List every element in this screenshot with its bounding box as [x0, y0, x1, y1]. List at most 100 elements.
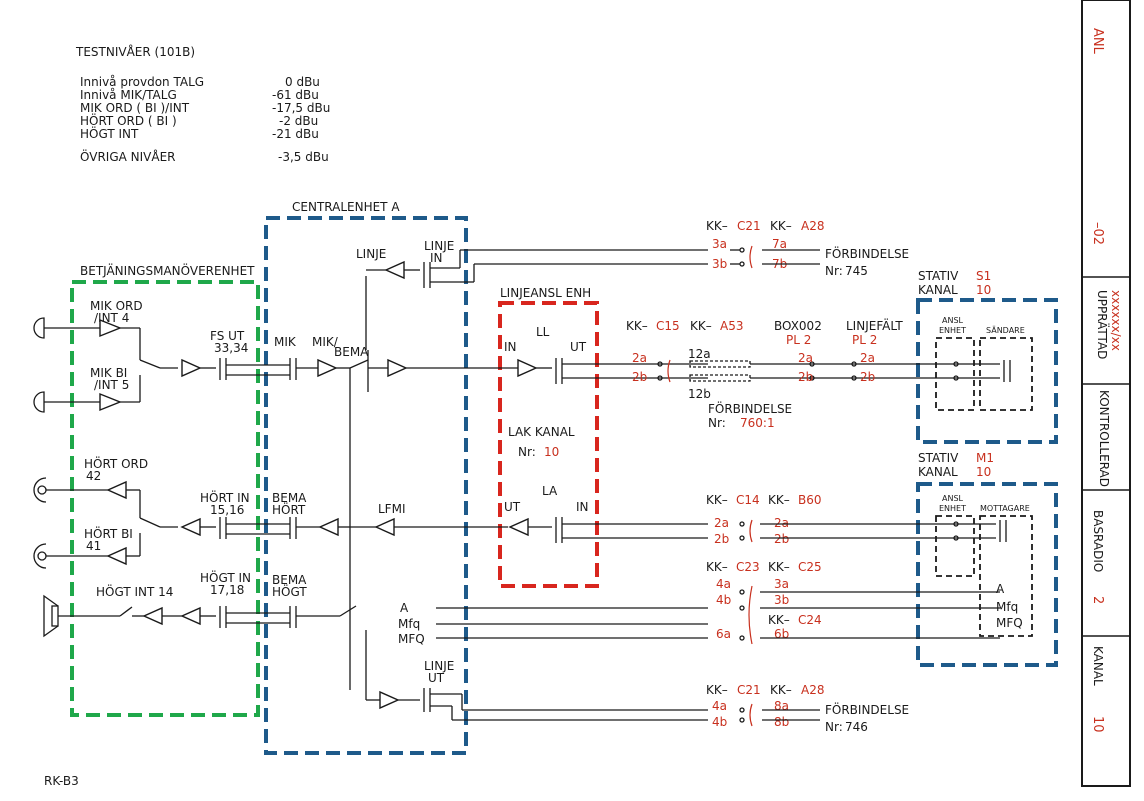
ansl-label: ANSL [942, 494, 964, 503]
switch-icon [339, 605, 357, 617]
stativ-s1-box [916, 298, 1058, 444]
operator-unit-circuit [75, 318, 250, 628]
lak-nr-label: Nr: [518, 445, 536, 459]
title-revision: –02 [1090, 222, 1105, 245]
pin-label: 2b [714, 532, 729, 546]
pin-label: 2a [798, 351, 813, 365]
linje-in-label: LINJE [424, 239, 454, 253]
pin-label: 2a [860, 351, 875, 365]
test-level-label: Innivå MIK/TALG [80, 88, 177, 102]
pin-label: 2b [798, 370, 813, 384]
title-kanal: KANAL [1091, 646, 1105, 686]
kk-code: A53 [720, 319, 743, 333]
nr-value: 746 [845, 720, 868, 734]
pin-label: 2a [632, 351, 647, 365]
hogt-in-label: HÖGT IN [200, 569, 251, 585]
linje-ut-label: UT [428, 671, 445, 685]
hort-ord-number: 42 [86, 469, 101, 483]
transformer-icon [953, 520, 1007, 542]
kk-code: C24 [798, 613, 822, 627]
lfmi-label: LFMI [378, 502, 405, 516]
box002-code: PL 2 [786, 333, 811, 347]
test-level-value: -17,5 dBu [272, 101, 330, 115]
transformer-icon [953, 360, 1011, 382]
bema-hort-label: HÖRT [272, 501, 306, 517]
title-anl: ANL [1090, 28, 1105, 55]
switch-icon [349, 359, 369, 369]
test-level-label: HÖRT ORD ( BI ) [80, 112, 177, 128]
pin-label: 4b [712, 715, 727, 729]
nr-value: 760:1 [740, 416, 775, 430]
linje-in-label: IN [430, 251, 443, 265]
stativ-label: STATIV [918, 269, 959, 283]
test-level-value: 0 dBu [285, 75, 320, 89]
hort-in-label: HÖRT IN [200, 489, 250, 505]
line-unit-circuit [508, 358, 708, 543]
fs-ut-label: FS UT [210, 329, 245, 343]
pin-label: 4b [716, 593, 731, 607]
pin-label: 3b [712, 257, 727, 271]
box002-label: BOX002 [774, 319, 822, 333]
central-unit-box [264, 216, 468, 755]
kk-prefix: KK– [768, 613, 790, 627]
amplifier-icon [318, 517, 339, 537]
pin-label: 3a [774, 577, 789, 591]
in-label: IN [504, 340, 517, 354]
nr-label: Nr: [825, 264, 843, 278]
mik-ord-label: /INT 4 [94, 311, 129, 325]
operator-unit-title: BETJÄNINGSMANÖVERENHET [80, 262, 255, 278]
ansl-enhet-box [935, 337, 975, 411]
bema-hogt-label: BEMA [272, 573, 307, 587]
kk-code: C14 [736, 493, 760, 507]
kk-code: A28 [801, 219, 824, 233]
amplifier-icon [379, 690, 400, 710]
kk-code: C23 [736, 560, 760, 574]
fs-ut-number: 33,34 [214, 341, 248, 355]
pin-label: 2a [714, 516, 729, 530]
other-levels-value: -3,5 dBu [278, 150, 329, 164]
pin-label: 6a [716, 627, 731, 641]
hort-ord-label: HÖRT ORD [84, 455, 148, 471]
mik-bi-label: MIK BI [90, 366, 127, 380]
other-levels-label: ÖVRIGA NIVÅER [80, 148, 176, 164]
amplifier-icon [374, 517, 395, 537]
operator-unit-box [70, 280, 260, 717]
microphone-icon [33, 317, 75, 339]
kk-code: A28 [801, 683, 824, 697]
linje-label: LINJE [356, 247, 386, 261]
hogt-in-number: 17,18 [210, 583, 244, 597]
pin-label: 7a [772, 237, 787, 251]
kk-code: C15 [656, 319, 680, 333]
test-level-label: MIK ORD ( BI )/INT [80, 101, 190, 115]
hort-bi-label: HÖRT BI [84, 525, 133, 541]
pin-label: 12b [688, 387, 711, 401]
test-level-value: -21 dBu [272, 127, 319, 141]
pin-label: 2a [774, 516, 789, 530]
kk-prefix: KK– [706, 560, 728, 574]
nr-label: Nr: [708, 416, 726, 430]
bema-hort-label: BEMA [272, 491, 307, 505]
kanal-label: KANAL [918, 465, 958, 479]
ut-label: UT [570, 340, 587, 354]
kk-prefix: KK– [690, 319, 712, 333]
title-basradio-number: 2 [1090, 596, 1105, 604]
amplifier-icon [387, 358, 408, 378]
hort-bi-number: 41 [86, 539, 101, 553]
amplifier-icon [317, 358, 338, 378]
connector-block [739, 703, 820, 727]
pin-label: 3b [774, 593, 789, 607]
hogt-int-label: HÖGT INT 14 [96, 583, 173, 599]
kk-prefix: KK– [706, 493, 728, 507]
title-block [1081, 0, 1131, 787]
lak-kanal-label: LAK KANAL [508, 425, 575, 439]
lak-nr-value: 10 [544, 445, 559, 459]
amplifier-icon [99, 392, 122, 412]
microphone-icon [33, 391, 75, 413]
switch-icon [119, 606, 133, 617]
amplifier-icon [180, 606, 201, 626]
mottagare-label: MOTTAGARE [980, 504, 1030, 513]
pin-label: 4a [712, 699, 727, 713]
amplifier-icon [508, 517, 529, 537]
line-unit-title: LINJEANSL ENH [500, 286, 591, 300]
